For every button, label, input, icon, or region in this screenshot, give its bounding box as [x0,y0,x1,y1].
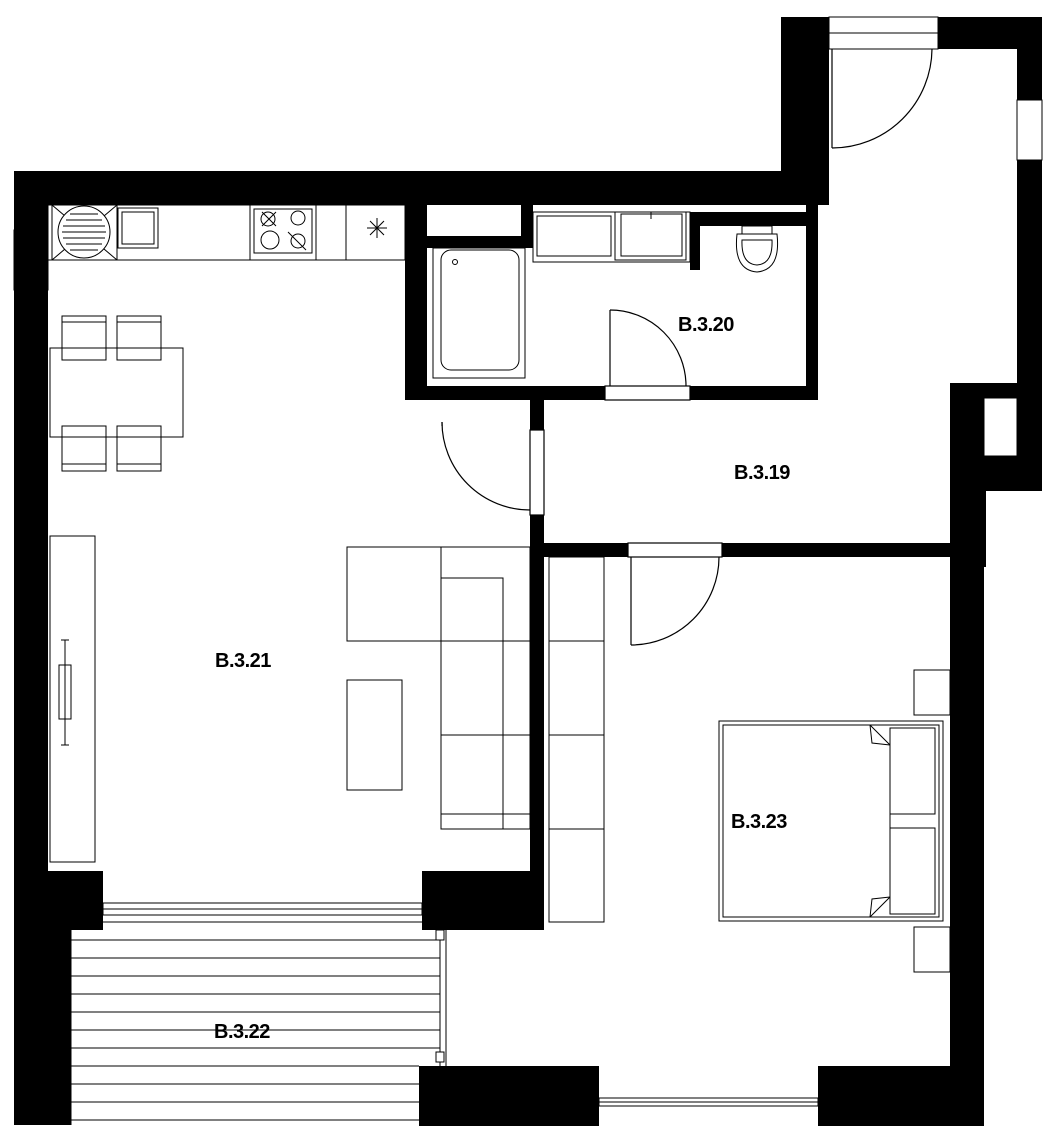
sofa [346,546,531,830]
room-label-hall: B.3.19 [734,462,790,484]
doors [441,48,933,646]
room-label-terrace: B.3.22 [214,1021,270,1043]
bedroom-furniture [548,556,951,973]
bathroom-fixtures [432,211,779,379]
kitchen-counter [47,204,406,261]
room-label-living-kitchen: B.3.21 [215,650,271,672]
windows [13,16,1043,1107]
terrace-decking [70,921,447,1125]
walls [14,17,1042,1126]
dining-set [49,315,184,472]
room-label-bedroom: B.3.23 [731,811,787,833]
room-label-bathroom: B.3.20 [678,314,734,336]
tv-unit [49,535,96,863]
